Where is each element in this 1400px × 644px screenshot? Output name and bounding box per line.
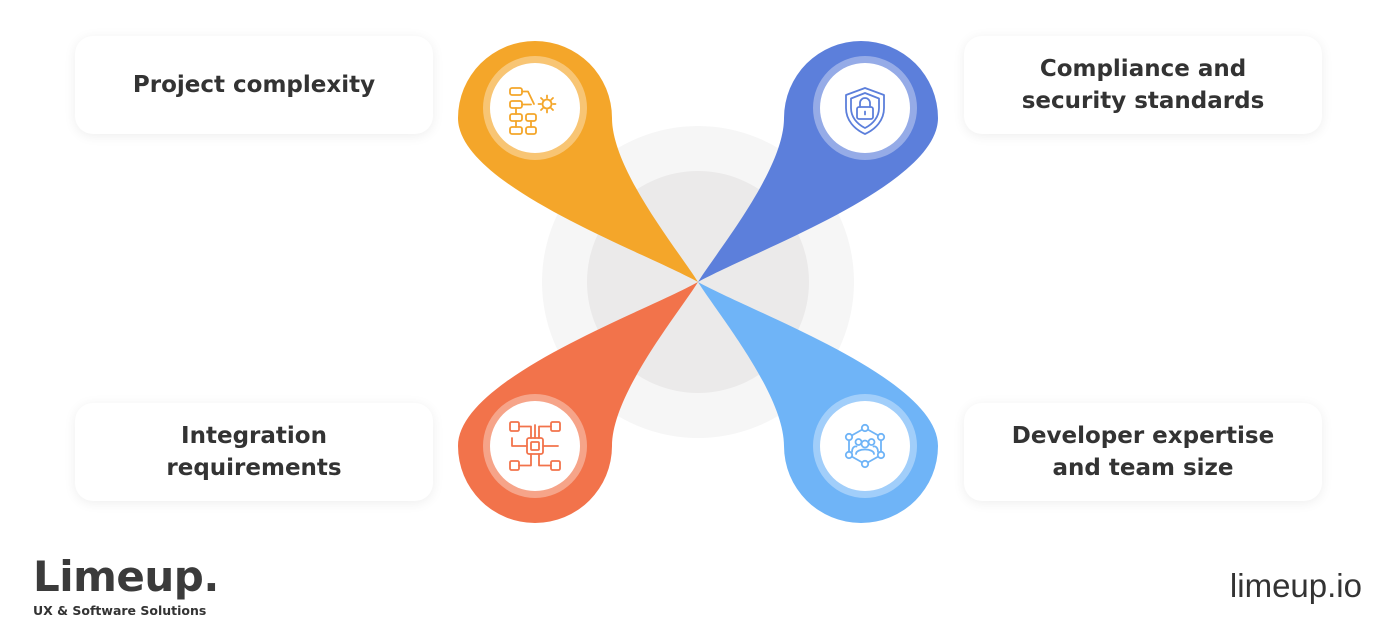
card-label: Developer expertise and team size bbox=[1011, 423, 1275, 481]
icon-disc-bl bbox=[483, 394, 587, 498]
icon-disc-tl bbox=[483, 56, 587, 160]
card-compliance-security: Compliance and security standards bbox=[964, 36, 1322, 134]
flowchart-gear-icon bbox=[509, 87, 557, 135]
brand-name: Limeup. bbox=[33, 552, 219, 601]
card-label: Project complexity bbox=[132, 72, 376, 98]
brand-logo: Limeup. UX & Software Solutions bbox=[33, 552, 219, 620]
icon-disc-tr bbox=[813, 56, 917, 160]
site-url: limeup.io bbox=[1229, 567, 1362, 604]
card-developer-expertise: Developer expertise and team size bbox=[964, 403, 1322, 501]
card-project-complexity: Project complexity bbox=[75, 36, 433, 134]
brand-tagline: UX & Software Solutions bbox=[33, 603, 207, 618]
shield-lock-icon bbox=[845, 87, 885, 135]
circuit-chip-icon bbox=[509, 421, 561, 471]
card-label: Compliance and security standards bbox=[1021, 56, 1265, 114]
team-network-icon bbox=[844, 423, 886, 469]
card-label: Integration requirements bbox=[166, 423, 342, 481]
card-integration-requirements: Integration requirements bbox=[75, 403, 433, 501]
icon-disc-br bbox=[813, 394, 917, 498]
